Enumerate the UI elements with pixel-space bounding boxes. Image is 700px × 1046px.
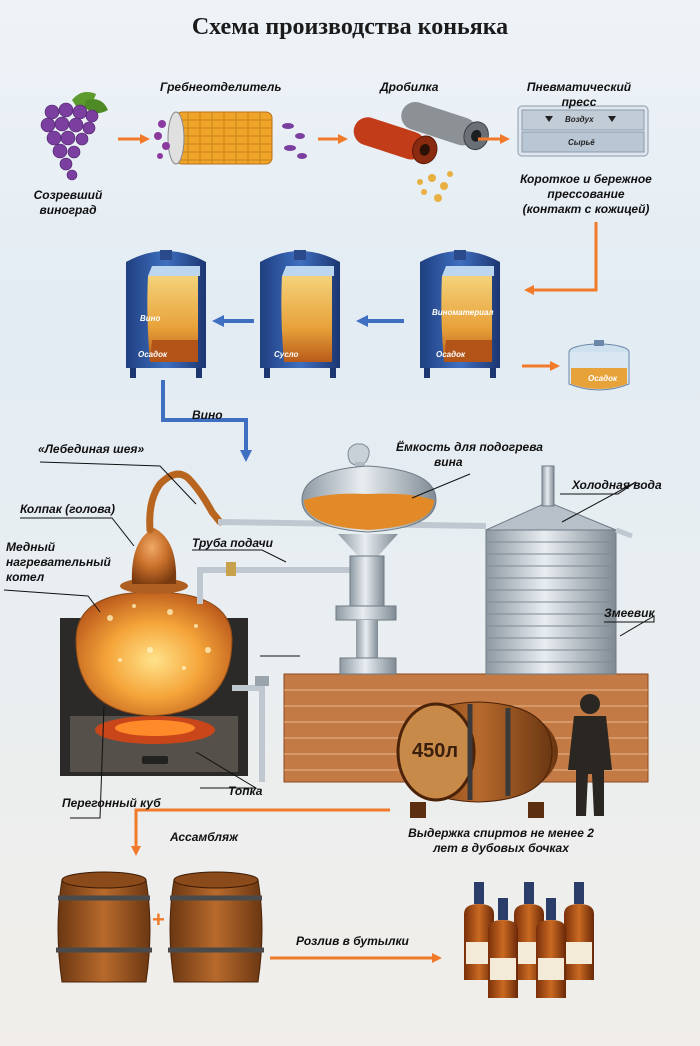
arrow-wine-down (161, 380, 252, 462)
boiler-label-line: котел (6, 570, 45, 584)
tank3-bottom-label: Осадок (138, 350, 168, 359)
tank1-top-label: Виноматериал (432, 308, 494, 317)
feed-pipe-line (197, 567, 356, 604)
pressing-note-line: (контакт с кожицей) (522, 202, 650, 216)
grape-label-line: Созревший (33, 188, 103, 202)
cap-label: Колпак (голова) (20, 502, 115, 516)
wine-arrow-label: Вино (192, 408, 223, 422)
press-air-label: Воздух (565, 115, 594, 124)
assemblage-label: Ассамбляж (170, 830, 238, 844)
cold-water-label: Холодная вода (572, 478, 662, 492)
boiler-label: Медный нагревательный котел (6, 540, 111, 585)
tank3-top-label: Вино (140, 314, 161, 323)
coil-label: Змеевик (604, 606, 655, 620)
pot-label: Перегонный куб (62, 796, 161, 810)
aging-note-line: лет в дубовых бочках (433, 841, 569, 855)
crusher-label: Дробилка (380, 80, 439, 94)
tap-icon (255, 676, 269, 686)
boiler-label-line: Медный (6, 540, 56, 554)
press-label: Пневматический пресс (514, 80, 644, 110)
destemmer-label: Гребнеотделитель (160, 80, 282, 94)
aging-note-line: Выдержка спиртов не менее 2 (408, 826, 594, 840)
pressing-note-line: прессование (547, 187, 625, 201)
arrow-aging-to-assemblage (131, 808, 390, 856)
preheater-label-line: вина (434, 455, 463, 469)
swan-neck-label: «Лебединая шея» (38, 442, 145, 456)
boiler-label-line: нагревательный (6, 555, 111, 569)
grape-label: Созревший виноград (28, 188, 108, 218)
feed-pipe-label: Труба подачи (192, 536, 273, 550)
worker-silhouette (568, 694, 612, 816)
preheater-label: Ёмкость для подогрева вина (396, 440, 543, 470)
tank-3 (126, 250, 206, 378)
sediment-bowl (568, 340, 630, 391)
valve-icon (226, 562, 236, 576)
assemblage-barrel-2 (168, 871, 264, 983)
pressing-note: Короткое и бережное прессование (контакт… (508, 172, 664, 217)
tank2-label: Сусло (274, 350, 299, 359)
arrow-press-to-tank1 (524, 222, 598, 295)
pressing-note-line: Короткое и бережное (520, 172, 652, 186)
plus-sign: + (152, 907, 165, 932)
crusher-icon (353, 101, 489, 202)
leader-lines (3, 461, 655, 819)
copper-boiler (75, 470, 233, 717)
destemmer-icon (154, 111, 307, 165)
preheater-label-line: Ёмкость для подогрева (396, 440, 543, 454)
tank1-bottom-label: Осадок (436, 350, 466, 359)
cognac-bottles (464, 882, 594, 998)
press-label-line: Пневматический (526, 80, 632, 94)
grape-label-line: виноград (39, 203, 97, 217)
preheater-tank (301, 443, 437, 675)
grape-icon (40, 92, 108, 181)
aging-note: Выдержка спиртов не менее 2 лет в дубовы… (396, 826, 606, 856)
assemblage-barrel-1 (56, 871, 152, 983)
firebox-label: Топка (228, 784, 263, 798)
outlet-pipe (232, 685, 265, 782)
press-icon (517, 105, 649, 157)
barrel-volume-label: 450л (412, 740, 459, 762)
sediment-label: Осадок (588, 374, 618, 383)
page-title: Схема производства коньяка (191, 14, 509, 40)
aging-barrel (396, 701, 558, 818)
bottling-label: Розлив в бутылки (296, 934, 409, 948)
press-label-line: пресс (561, 95, 597, 109)
press-raw-label: Сырьё (568, 138, 595, 147)
tank-1 (420, 250, 500, 378)
tank-2 (260, 250, 340, 378)
cooling-coil-tank (485, 465, 633, 675)
